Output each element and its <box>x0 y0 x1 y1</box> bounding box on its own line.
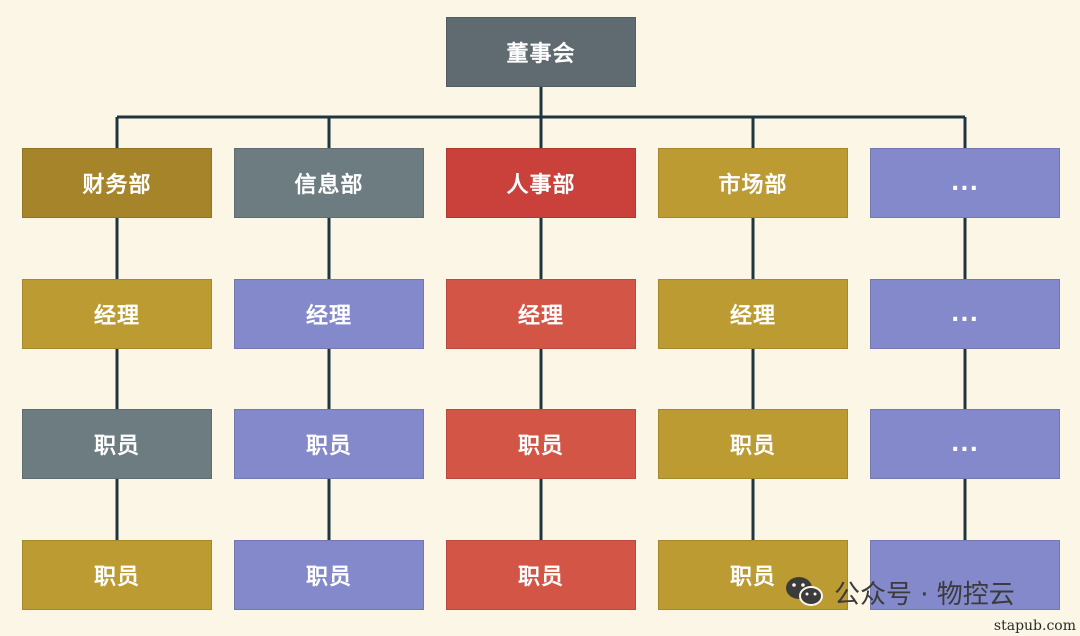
wechat-icon <box>786 577 823 606</box>
staff-node-4-2: ... <box>870 409 1060 479</box>
watermark-text: 公众号 · 物控云 <box>834 579 1015 610</box>
staff-node-1-3: 职员 <box>234 540 424 610</box>
staff-node-4-1: ... <box>870 279 1060 349</box>
staff-node-0-1: 经理 <box>22 279 212 349</box>
watermark: 公众号 · 物控云 <box>784 574 1015 610</box>
staff-node-1-2: 职员 <box>234 409 424 479</box>
staff-node-3-1: 经理 <box>658 279 848 349</box>
staff-node-3-2: 职员 <box>658 409 848 479</box>
staff-node-2-1: 经理 <box>446 279 636 349</box>
department-node-4: ... <box>870 148 1060 218</box>
department-node-3: 市场部 <box>658 148 848 218</box>
department-node-0: 财务部 <box>22 148 212 218</box>
site-label: stapub.com <box>993 618 1076 634</box>
department-node-2: 人事部 <box>446 148 636 218</box>
staff-node-2-3: 职员 <box>446 540 636 610</box>
department-node-1: 信息部 <box>234 148 424 218</box>
board-node: 董事会 <box>446 17 636 87</box>
staff-node-0-3: 职员 <box>22 540 212 610</box>
staff-node-1-1: 经理 <box>234 279 424 349</box>
staff-node-0-2: 职员 <box>22 409 212 479</box>
staff-node-4-3 <box>870 540 1060 610</box>
staff-node-2-2: 职员 <box>446 409 636 479</box>
